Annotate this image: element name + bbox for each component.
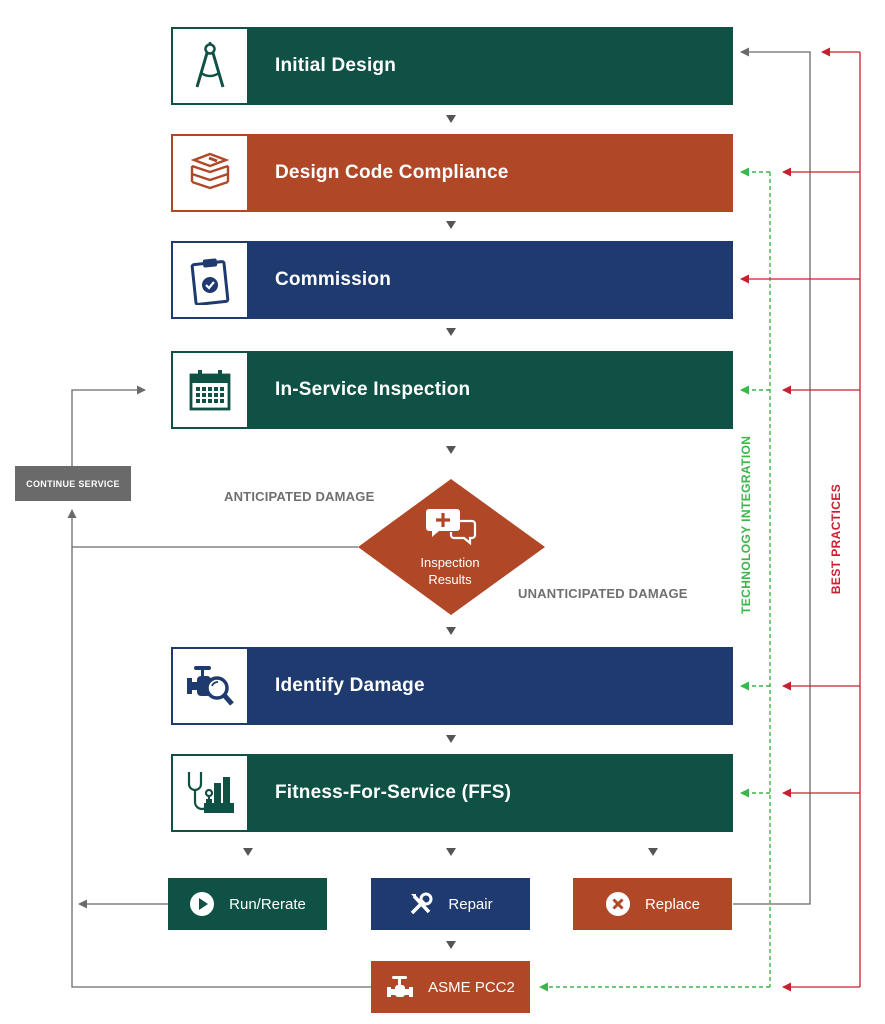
play-icon — [190, 892, 215, 916]
unanticipated-damage-label: UNANTICIPATED DAMAGE — [518, 586, 688, 601]
stage-label: In-Service Inspection — [249, 351, 733, 429]
compass-icon — [195, 42, 225, 88]
continue-service-box: CONTINUE SERVICE — [15, 466, 131, 501]
stage-label: Design Code Compliance — [249, 134, 733, 212]
stage-fitness-for-service: Fitness-For-Service (FFS) — [171, 754, 733, 832]
decision-line1: Inspection — [420, 555, 480, 570]
stage-initial-design: Initial Design — [171, 27, 733, 105]
stage-in-service-inspection: In-Service Inspection — [171, 351, 733, 429]
outcome-label: Run/Rerate — [229, 895, 306, 913]
stage-label: Fitness-For-Service (FFS) — [249, 754, 733, 832]
stage-label: Initial Design — [249, 27, 733, 105]
outcome-run-rerate: Run/Rerate — [168, 878, 327, 930]
final-asme-pcc2: ASME PCC2 — [371, 961, 530, 1013]
best-practices-label: BEST PRACTICES — [829, 483, 843, 595]
stage-identify-damage: Identify Damage — [171, 647, 733, 725]
clipboard-check-icon — [190, 258, 230, 305]
x-circle-icon — [605, 892, 630, 916]
decision-diamond — [358, 479, 545, 615]
chat-plus-icon — [426, 509, 477, 546]
flow-arrows — [243, 115, 658, 949]
decision-line2: Results — [428, 572, 472, 587]
outcome-repair: Repair — [371, 878, 530, 930]
valve-icon — [387, 976, 414, 997]
stage-label: Commission — [249, 241, 733, 319]
books-icon — [190, 152, 230, 190]
outcome-replace: Replace — [573, 878, 732, 930]
outcome-label: Repair — [448, 895, 493, 913]
calendar-icon — [189, 370, 231, 411]
stage-design-code-compliance: Design Code Compliance — [171, 134, 733, 212]
anticipated-damage-label: ANTICIPATED DAMAGE — [224, 489, 375, 504]
valve-magnifier-icon — [187, 666, 234, 706]
final-label: ASME PCC2 — [428, 978, 515, 996]
tools-icon — [411, 892, 433, 915]
stage-label: Identify Damage — [249, 647, 733, 725]
technology-integration-label: TECHNOLOGY INTEGRATION — [739, 435, 753, 614]
stage-commission: Commission — [171, 241, 733, 319]
stethoscope-plant-icon — [187, 772, 234, 813]
outcome-label: Replace — [644, 895, 701, 913]
decision-label: Inspection Results — [400, 554, 500, 588]
